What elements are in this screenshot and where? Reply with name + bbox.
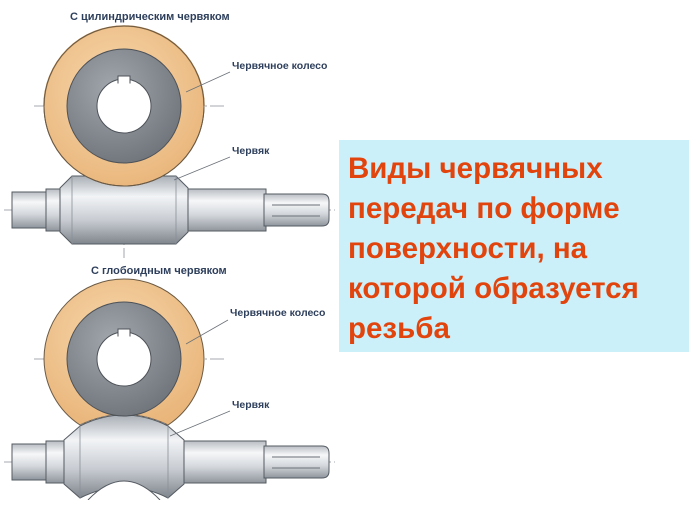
- info-text: Виды червячных передач по форме поверхно…: [348, 152, 639, 345]
- leader-worm-bottom: [169, 410, 231, 437]
- section-title-globoid: С глобоидным червяком: [91, 265, 227, 277]
- worm-body-globoid: [63, 414, 185, 510]
- worm-wheel-top: [43, 25, 205, 187]
- info-box: Виды червячных передач по форме поверхно…: [339, 140, 689, 352]
- section-title-cylindrical: С цилиндрическим червяком: [70, 11, 230, 23]
- leader-worm-top: [173, 156, 231, 181]
- worm-wheel-bottom: [43, 278, 205, 426]
- worm-shaft-top: [11, 188, 330, 232]
- label-worm-wheel-bottom: Червячное колесо: [230, 307, 325, 319]
- label-worm-bottom: Червяк: [232, 399, 270, 411]
- worm-body-cylindrical: [59, 175, 189, 245]
- label-worm-top: Червяк: [232, 145, 270, 157]
- leader-worm-wheel-top: [185, 71, 231, 93]
- worm-shaft-bottom: [11, 440, 330, 484]
- leader-worm-wheel-bottom: [185, 319, 229, 345]
- label-worm-wheel-top: Червячное колесо: [232, 60, 327, 72]
